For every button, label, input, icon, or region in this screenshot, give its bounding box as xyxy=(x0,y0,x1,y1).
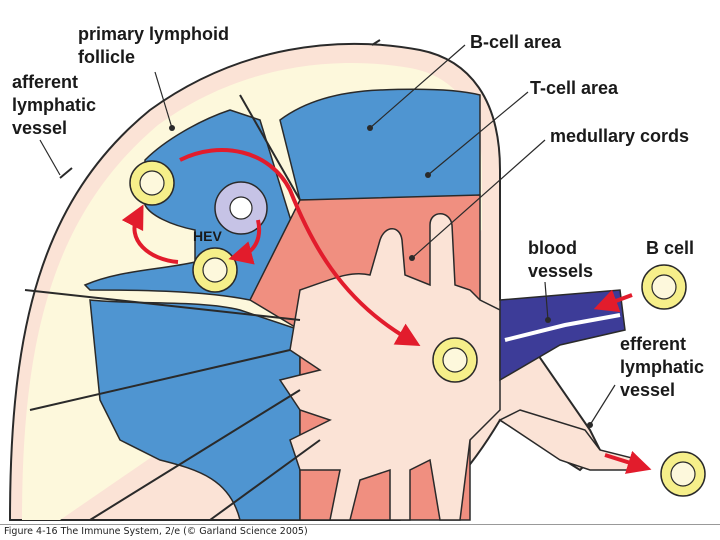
capsule-tick xyxy=(371,39,381,46)
lymphocyte-cell xyxy=(641,264,687,310)
trabecula-1 xyxy=(239,94,301,201)
blood-vessel-lumen xyxy=(504,313,621,342)
hev-label: HEV xyxy=(193,228,222,244)
marker-dot xyxy=(545,317,551,323)
caption-divider xyxy=(0,524,720,525)
trabecula-4 xyxy=(89,389,301,521)
migration-arrow xyxy=(593,289,633,313)
leader-line xyxy=(39,139,61,176)
migration-arrow xyxy=(121,204,179,264)
trabecula-2 xyxy=(24,289,301,321)
blood-vessels-label-line2: vessels xyxy=(528,261,594,281)
afferent-vessel xyxy=(59,167,73,179)
leader-line xyxy=(369,44,466,129)
migration-arrow xyxy=(228,219,261,265)
lymphocyte-cell xyxy=(432,337,478,383)
medullary-sinus xyxy=(278,213,501,521)
leader-line xyxy=(411,139,546,259)
primary-follicle-label-line1: primary lymphoid xyxy=(78,24,230,44)
marker-dot xyxy=(425,172,431,178)
b-cell-area-label: B-cell area xyxy=(470,32,562,52)
afferent-label-line3: vessel xyxy=(12,118,68,138)
lymph-node-illustration xyxy=(8,39,706,521)
marker-dot xyxy=(409,255,415,261)
lymphocyte-cell xyxy=(192,247,238,293)
leader-line xyxy=(589,384,616,426)
figure-caption: Figure 4-16 The Immune System, 2/e (© Ga… xyxy=(4,526,308,537)
efferent-label-line3: vessel xyxy=(620,380,676,400)
migration-arrow xyxy=(604,450,652,474)
migration-arrow xyxy=(179,148,421,346)
t-cell-area-label: T-cell area xyxy=(530,78,619,98)
leader-line xyxy=(427,91,529,176)
blood-vessels-label-line1: blood xyxy=(528,238,577,258)
efferent-label-line2: lymphatic xyxy=(620,357,705,377)
blood-vessel xyxy=(499,289,626,382)
marker-dot xyxy=(169,125,175,131)
leader-line xyxy=(544,281,549,321)
t-cell-area-region xyxy=(279,88,481,203)
afferent-label-line1: afferent xyxy=(12,72,79,92)
lymphocyte-cell xyxy=(129,160,175,206)
lymphocyte-cell xyxy=(660,451,706,497)
medullary-cords-label: medullary cords xyxy=(550,126,690,146)
efferent-label-line1: efferent xyxy=(620,334,687,354)
primary-follicle-label-line2: follicle xyxy=(78,47,136,67)
hev-lumen xyxy=(229,196,253,220)
afferent-label-line2: lymphatic xyxy=(12,95,97,115)
trabecula-5 xyxy=(209,439,321,521)
marker-dot xyxy=(587,422,593,428)
marker-dot xyxy=(367,125,373,131)
leader-line xyxy=(154,71,173,129)
b-cell-label: B cell xyxy=(646,238,695,258)
trabecula-3 xyxy=(29,349,291,411)
